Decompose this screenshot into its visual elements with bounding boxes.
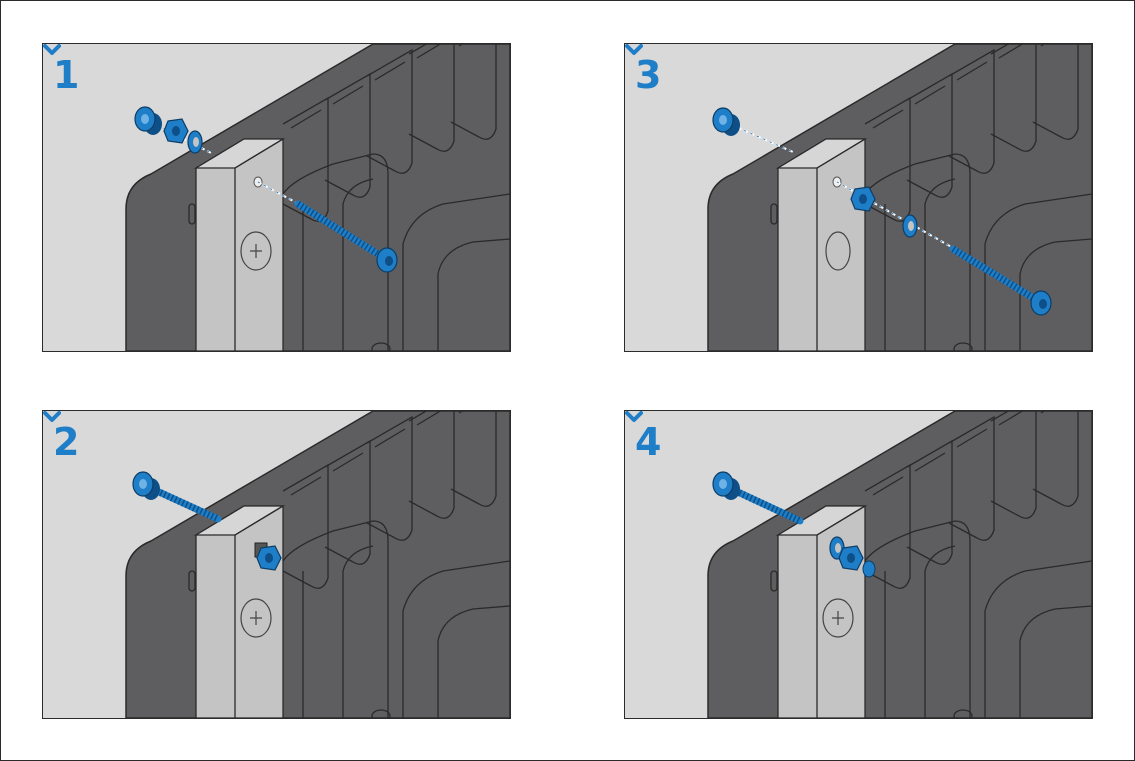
screw-head-icon xyxy=(240,231,272,271)
step-panel-2: 2 xyxy=(42,410,511,719)
step-number: 3 xyxy=(635,53,662,97)
hex-nut xyxy=(163,118,189,144)
housing-body xyxy=(125,44,510,351)
hex-nut xyxy=(256,545,282,571)
screw-head-icon xyxy=(822,598,854,638)
housing-bracket-illustration xyxy=(125,44,510,351)
washer xyxy=(902,214,918,238)
alignment-guide xyxy=(724,121,794,153)
hex-nut xyxy=(838,545,864,571)
chevron-down-icon xyxy=(43,44,61,55)
housing-contours xyxy=(188,153,510,351)
housing-contours xyxy=(770,153,1092,351)
bolt-head xyxy=(376,247,398,273)
housing-fins xyxy=(282,44,497,222)
washer xyxy=(187,130,203,154)
housing-bracket-illustration xyxy=(707,44,1092,351)
bracket-hole-large xyxy=(825,231,851,271)
chevron-down-icon xyxy=(625,411,643,422)
threaded-bolt xyxy=(949,245,1039,303)
cap-nut xyxy=(134,106,162,135)
chevron-down-icon xyxy=(43,411,61,422)
housing-fins xyxy=(864,411,1079,589)
step-panel-1: 1 xyxy=(42,43,511,352)
screw-head-icon xyxy=(240,598,272,638)
housing-fins xyxy=(282,411,497,589)
step-panel-3: 3 xyxy=(624,43,1093,352)
hex-nut xyxy=(850,186,876,212)
housing-body xyxy=(707,411,1092,718)
bolt-end xyxy=(862,560,876,578)
mounting-bracket xyxy=(775,138,868,351)
cap-nut xyxy=(712,107,740,136)
cap-head xyxy=(132,471,160,500)
housing-fins xyxy=(864,44,1079,222)
housing-bracket-illustration xyxy=(707,411,1092,718)
housing-contours xyxy=(188,520,510,718)
housing-contours xyxy=(770,520,1092,718)
threaded-bolt xyxy=(294,200,385,260)
step-number: 2 xyxy=(53,420,80,464)
housing-bracket-illustration xyxy=(125,411,510,718)
housing-body xyxy=(125,411,510,718)
step-number: 4 xyxy=(635,420,662,464)
bolt-head xyxy=(1030,290,1052,316)
mounting-bracket xyxy=(193,138,286,351)
step-number: 1 xyxy=(53,53,80,97)
cap-head xyxy=(712,471,740,500)
chevron-down-icon xyxy=(625,44,643,55)
step-panel-4: 4 xyxy=(624,410,1093,719)
